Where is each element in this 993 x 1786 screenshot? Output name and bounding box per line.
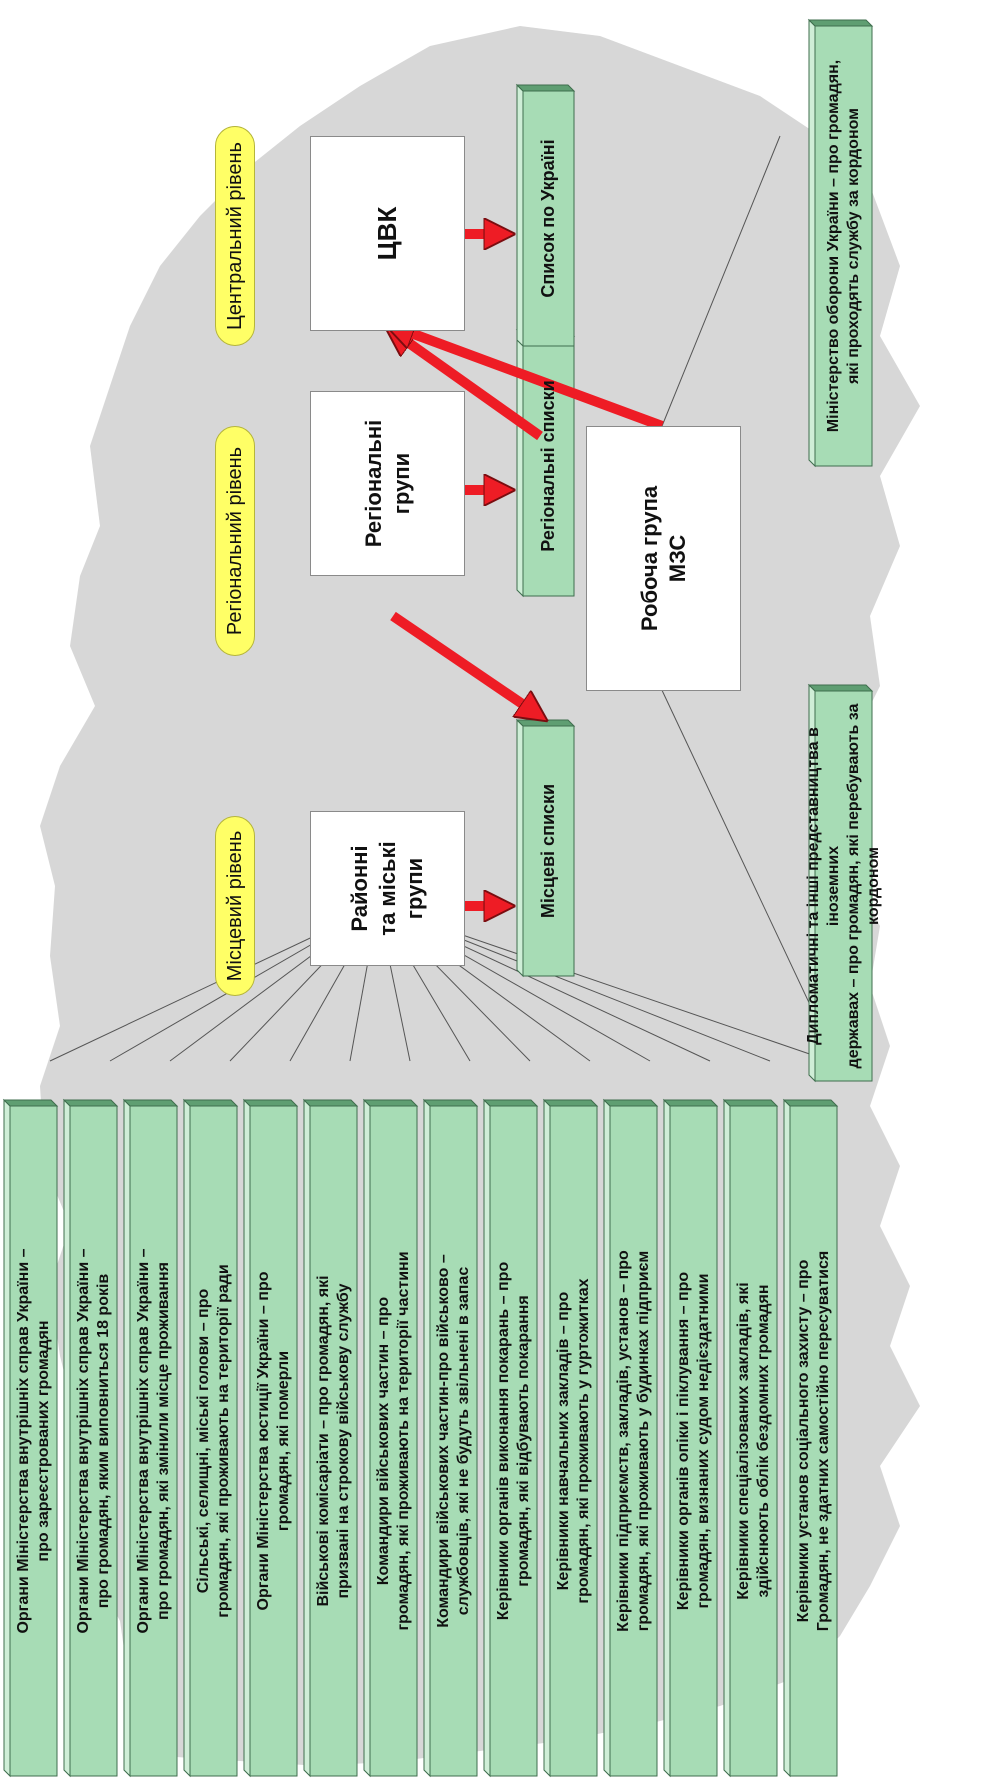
source-label: Військові комісаріати – про громадян, як… xyxy=(314,1275,352,1607)
regional-groups-box: Регіональні групи xyxy=(310,391,465,576)
ukraine-list-label: Список по Україні xyxy=(538,139,559,298)
source-label: Органи Міністерства внутрішніх справ Укр… xyxy=(14,1248,52,1634)
green-boxes xyxy=(2,18,874,1778)
source-label: Керівники навчальних закладів – про гром… xyxy=(554,1278,592,1604)
local-lists-label: Місцеві списки xyxy=(538,783,559,919)
source-label: Органи Міністерства внутрішніх справ Укр… xyxy=(134,1248,172,1634)
flow-arrows xyxy=(390,234,664,906)
arrow-mfa-to-cvk xyxy=(392,326,664,431)
ukraine-list-box-shape xyxy=(515,83,576,348)
mfa-working-group-box: Робоча група МЗС xyxy=(586,426,741,691)
cvk-box: ЦВК xyxy=(310,136,465,331)
level-central-pill: Центральний рівень xyxy=(215,126,255,346)
local-list-box-shape xyxy=(515,718,576,978)
diplomatic-missions-label: Дипломатичні та інші представництва в ін… xyxy=(805,703,882,1069)
source-label: Органи Міністерства внутрішніх справ Укр… xyxy=(74,1248,112,1634)
level-regional-pill: Регіональний рівень xyxy=(215,426,255,656)
source-label: Керівники установ соціального захисту – … xyxy=(794,1250,832,1632)
defense-box-shape xyxy=(807,18,874,468)
source-label: Керівники органів опіки і піклування – п… xyxy=(674,1271,712,1611)
diplomatic-box-shape xyxy=(807,683,874,1083)
source-label: Керівники спеціалізованих закладів, які … xyxy=(734,1282,772,1600)
regional-lists-label: Регіональні списки xyxy=(538,380,559,552)
arrow-regional-to-local-list xyxy=(390,611,540,716)
source-label: Керівники органів виконання покарань – п… xyxy=(494,1261,532,1621)
source-label: Командири військових частин – про громад… xyxy=(374,1251,412,1631)
source-box-shapes xyxy=(2,1098,839,1778)
level-local-pill: Місцевий рівень xyxy=(215,816,255,996)
source-label: Сільські, селищні, міські голови – про г… xyxy=(194,1264,232,1618)
source-label: Керівники підприємств, закладів, установ… xyxy=(614,1250,652,1632)
defense-ministry-label: Міністерство оборони України – про грома… xyxy=(824,59,862,433)
source-label: Органи Міністерства юстиції України – пр… xyxy=(254,1271,292,1611)
source-label: Командири військових частин-про військов… xyxy=(434,1254,472,1628)
district-groups-box: Районні та міські групи xyxy=(310,811,465,966)
